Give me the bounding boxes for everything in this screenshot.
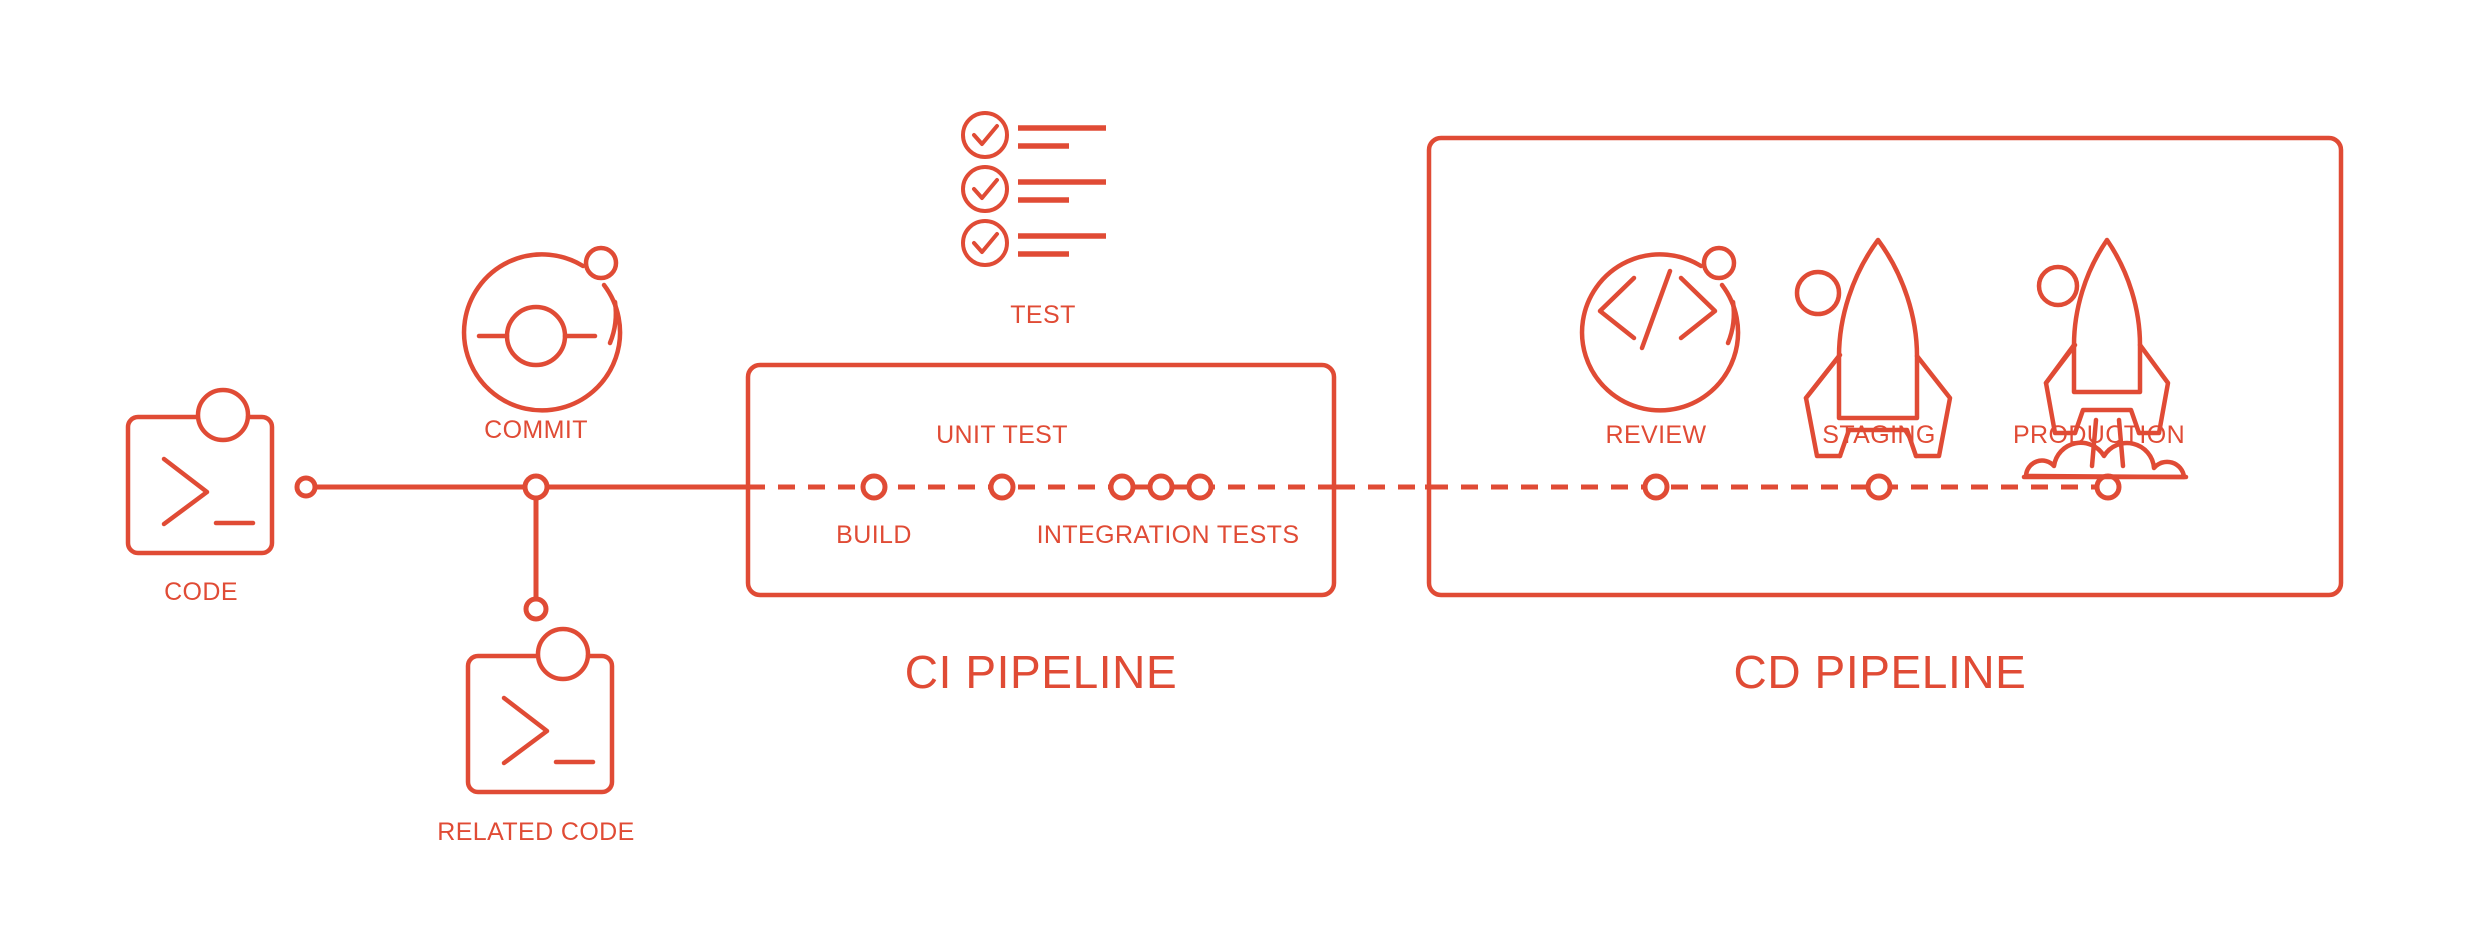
ci-pipeline-box [745,362,1337,598]
label-related-code: RELATED CODE [437,818,635,846]
label-commit: COMMIT [484,416,588,444]
rail-node-code[interactable] [294,475,318,499]
label-unit-test: UNIT TEST [936,421,1068,449]
rocket-launch-icon [2021,237,2189,480]
label-production: PRODUCTION [2012,421,2186,449]
label-code: CODE [164,578,238,606]
label-build: BUILD [836,521,912,549]
label-staging: STAGING [1822,421,1936,449]
label-test: TEST [1010,301,1076,329]
rail-node-related-code[interactable] [523,596,549,622]
commit-circle-icon [461,245,623,413]
terminal-code-icon [125,387,275,556]
rocket-icon [1794,237,1953,459]
rail-node-integration-test-3[interactable] [1186,473,1214,501]
rail-node-unit-test[interactable] [988,473,1016,501]
rail-node-commit[interactable] [522,473,550,501]
title-cd-pipeline: CD PIPELINE [1733,646,2027,698]
rail-node-review[interactable] [1642,473,1670,501]
rail-node-production[interactable] [2094,473,2122,501]
terminal-code-icon [465,626,615,795]
rail-node-staging[interactable] [1865,473,1893,501]
rail-node-integration-test-2[interactable] [1147,473,1175,501]
title-ci-pipeline: CI PIPELINE [904,646,1178,698]
checklist-icon [961,111,1106,267]
rail-node-build[interactable] [860,473,888,501]
cd-pipeline-box [1426,135,2344,598]
code-brackets-circle-icon [1579,245,1741,413]
rail-node-integration-test-1[interactable] [1108,473,1136,501]
label-review: REVIEW [1605,421,1707,449]
label-integration-tests: INTEGRATION TESTS [1036,521,1300,549]
